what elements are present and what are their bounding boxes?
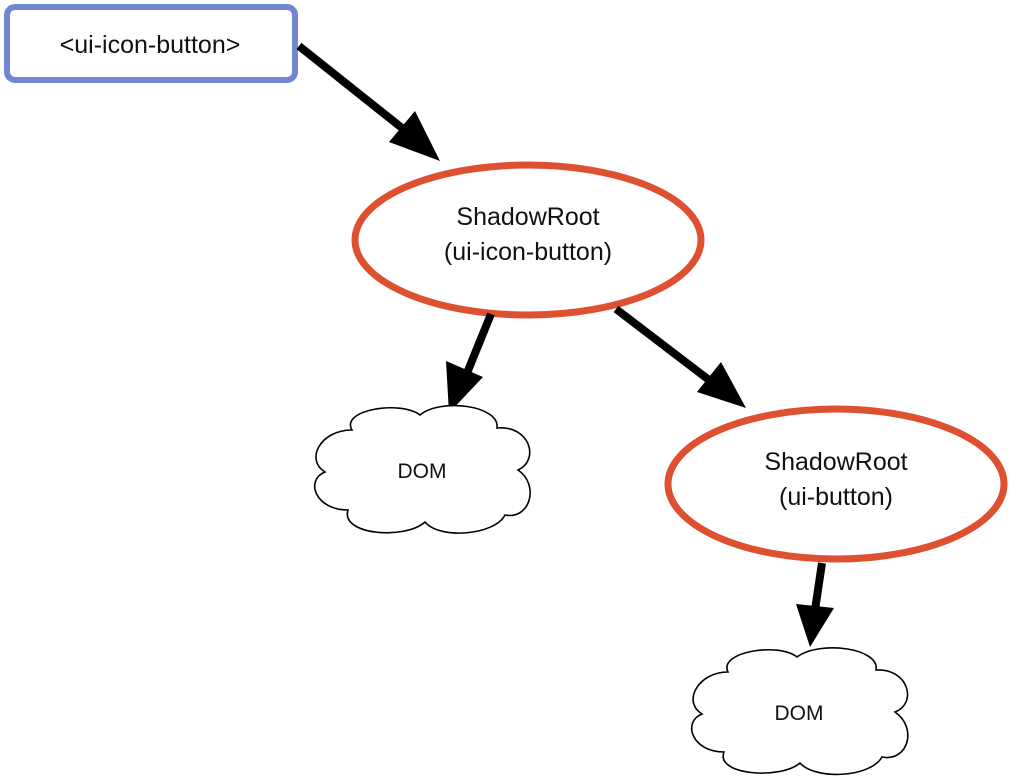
host-element-node: <ui-icon-button> <box>4 4 298 83</box>
shadow-root-ellipse-2 <box>664 405 1008 563</box>
host-element-box <box>4 4 298 83</box>
dom-label-1: DOM <box>398 460 447 483</box>
shadow-root-title-1: ShadowRoot <box>456 203 599 231</box>
shadow-root-subtitle-2: (ui-button) <box>779 483 893 511</box>
arrow-shadowroot1-to-dom1 <box>446 312 495 413</box>
arrow-shadowroot2-to-dom2 <box>796 562 834 647</box>
dom-cloud-node-2: DOM <box>691 647 909 776</box>
dom-cloud-shape-2 <box>691 647 909 776</box>
arrow-host-to-shadowroot1 <box>296 42 440 161</box>
shadow-root-ellipse-1 <box>351 161 705 319</box>
shadow-root-node-2: ShadowRoot (ui-button) <box>664 405 1008 563</box>
arrow-shadowroot1-to-shadowroot2 <box>613 305 746 408</box>
dom-cloud-node-1: DOM <box>314 404 531 534</box>
dom-label-2: DOM <box>775 702 824 725</box>
dom-cloud-shape-1 <box>314 404 531 534</box>
shadow-root-node-1: ShadowRoot (ui-icon-button) <box>351 161 705 319</box>
shadow-root-subtitle-1: (ui-icon-button) <box>444 238 612 266</box>
shadow-root-title-2: ShadowRoot <box>764 448 907 476</box>
host-element-label: <ui-icon-button> <box>60 31 241 59</box>
